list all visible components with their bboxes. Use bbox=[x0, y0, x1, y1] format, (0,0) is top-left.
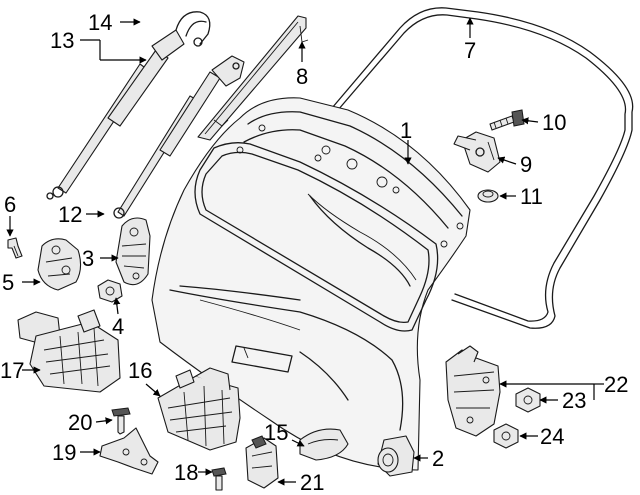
nut-23 bbox=[515, 387, 541, 413]
grommet-11 bbox=[477, 189, 499, 203]
callout-1: 1 bbox=[400, 118, 412, 143]
latch-bracket-3 bbox=[115, 217, 151, 286]
gas-strut bbox=[113, 55, 245, 219]
callout-14: 14 bbox=[88, 10, 112, 35]
bolt-6 bbox=[7, 237, 23, 259]
callout-16: 16 bbox=[128, 358, 152, 383]
callout-22: 22 bbox=[604, 372, 628, 397]
nut-4 bbox=[97, 279, 123, 303]
callout-3: 3 bbox=[82, 246, 94, 271]
bolt-10 bbox=[489, 109, 525, 131]
liftgate-hinge bbox=[453, 131, 501, 173]
callout-18: 18 bbox=[174, 460, 198, 485]
bracket-19 bbox=[99, 427, 159, 475]
callout-7: 7 bbox=[464, 38, 476, 63]
callout-13: 13 bbox=[50, 28, 74, 53]
actuator-16 bbox=[157, 367, 241, 451]
callout-9: 9 bbox=[520, 152, 532, 177]
callout-23: 23 bbox=[562, 388, 586, 413]
callout-4: 4 bbox=[112, 314, 124, 339]
callout-5: 5 bbox=[2, 270, 14, 295]
callout-2: 2 bbox=[432, 446, 444, 471]
cover-15 bbox=[299, 428, 349, 461]
camera-2 bbox=[377, 435, 415, 477]
module-bracket-22 bbox=[445, 345, 501, 437]
nut-24 bbox=[493, 423, 519, 449]
callout-15: 15 bbox=[264, 420, 288, 445]
callout-11: 11 bbox=[520, 184, 543, 209]
callout-10: 10 bbox=[542, 110, 566, 135]
gas-strut-powered bbox=[46, 11, 211, 200]
latch-assembly bbox=[17, 309, 121, 393]
callout-6: 6 bbox=[4, 192, 16, 217]
switch-21 bbox=[245, 435, 279, 489]
side-molding-strip bbox=[197, 15, 309, 141]
callout-20: 20 bbox=[68, 410, 92, 435]
callout-19: 19 bbox=[52, 440, 76, 465]
callout-12: 12 bbox=[58, 202, 82, 227]
callout-labels: 1 2 3 4 5 6 7 8 9 10 11 12 13 14 15 16 1… bbox=[0, 10, 628, 495]
leader-lines bbox=[6, 17, 604, 486]
screw-18 bbox=[211, 467, 227, 491]
callout-21: 21 bbox=[300, 470, 324, 495]
callout-8: 8 bbox=[296, 64, 308, 89]
callout-24: 24 bbox=[540, 424, 564, 449]
bracket-5 bbox=[37, 238, 82, 291]
callout-17: 17 bbox=[0, 358, 24, 383]
screw-20 bbox=[111, 407, 131, 435]
